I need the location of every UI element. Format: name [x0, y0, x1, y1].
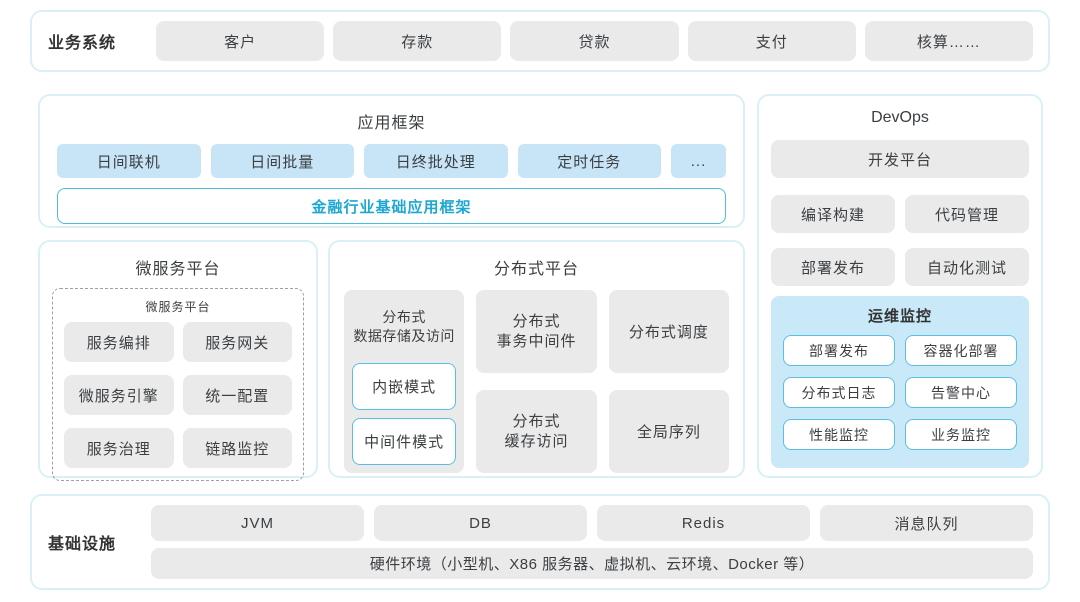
- business-items-row: 客户 存款 贷款 支付 核算……: [156, 21, 1034, 61]
- distributed-scheduler-box: 分布式调度: [608, 290, 729, 373]
- ops-item-container-deploy: 容器化部署: [905, 335, 1017, 366]
- infrastructure-content: JVM DB Redis 消息队列 硬件环境（小型机、X86 服务器、虚拟机、云…: [151, 505, 1033, 579]
- distributed-storage-label: 分布式 数据存储及访问: [353, 309, 455, 344]
- microservice-platform-title: 微服务平台: [135, 261, 221, 278]
- devops-title: DevOps: [871, 109, 929, 126]
- ops-item-perf-monitor: 性能监控: [783, 419, 895, 450]
- infra-item-mq: 消息队列: [820, 505, 1033, 541]
- ops-item-biz-monitor: 业务监控: [905, 419, 1017, 450]
- finance-base-framework-box: 金融行业基础应用框架: [57, 188, 726, 224]
- infra-item-jvm: JVM: [151, 505, 364, 541]
- hardware-environment-box: 硬件环境（小型机、X86 服务器、虚拟机、云环境、Docker 等）: [151, 548, 1033, 579]
- distributed-cache-box: 分布式 缓存访问: [476, 390, 597, 473]
- app-module-daytime-online: 日间联机: [57, 144, 201, 178]
- microservice-item-gateway: 服务网关: [182, 322, 292, 362]
- devops-tool-auto-test: 自动化测试: [905, 248, 1029, 286]
- ops-monitor-title: 运维监控: [867, 308, 932, 325]
- app-modules-row: 日间联机 日间批量 日终批处理 定时任务 ...: [57, 144, 726, 178]
- distributed-platform-title: 分布式平台: [493, 261, 579, 278]
- storage-mode-middleware: 中间件模式: [352, 418, 457, 465]
- infrastructure-label: 基础设施: [48, 536, 117, 553]
- infrastructure-items-row: JVM DB Redis 消息队列: [151, 505, 1033, 541]
- business-item-loan: 贷款: [510, 21, 679, 61]
- app-module-more: ...: [671, 144, 726, 178]
- distributed-storage-box: 分布式 数据存储及访问 内嵌模式 中间件模式: [344, 290, 465, 473]
- microservice-item-orchestration: 服务编排: [64, 322, 174, 362]
- app-framework-panel: 应用框架 日间联机 日间批量 日终批处理 定时任务 ... 金融行业基础应用框架: [38, 94, 745, 228]
- business-systems-panel: 业务系统 客户 存款 贷款 支付 核算……: [30, 10, 1050, 72]
- business-item-customer: 客户: [156, 21, 325, 61]
- microservice-item-config: 统一配置: [182, 375, 292, 415]
- microservice-item-tracing: 链路监控: [182, 428, 292, 468]
- storage-mode-embedded: 内嵌模式: [352, 363, 457, 410]
- devops-tool-deploy: 部署发布: [771, 248, 895, 286]
- devops-panel: DevOps 开发平台 编译构建 代码管理 部署发布 自动化测试 运维监控 部署…: [757, 94, 1043, 478]
- infra-item-redis: Redis: [597, 505, 810, 541]
- business-item-deposit: 存款: [333, 21, 502, 61]
- global-sequence-box: 全局序列: [608, 390, 729, 473]
- business-systems-label: 业务系统: [48, 35, 117, 52]
- business-item-accounting: 核算……: [864, 21, 1034, 61]
- devops-tool-build: 编译构建: [771, 195, 895, 233]
- microservice-grid: 服务编排 服务网关 微服务引擎 统一配置 服务治理 链路监控: [64, 322, 292, 468]
- microservice-dashed-box: 微服务平台 服务编排 服务网关 微服务引擎 统一配置 服务治理 链路监控: [52, 288, 304, 481]
- microservice-platform-panel: 微服务平台 微服务平台 服务编排 服务网关 微服务引擎 统一配置 服务治理 链路…: [38, 240, 318, 481]
- ops-item-distributed-log: 分布式日志: [783, 377, 895, 408]
- microservice-inner-title: 微服务平台: [145, 300, 211, 314]
- infra-item-db: DB: [374, 505, 587, 541]
- app-module-daytime-batch: 日间批量: [210, 144, 354, 178]
- microservice-item-engine: 微服务引擎: [64, 375, 174, 415]
- microservice-item-governance: 服务治理: [64, 428, 174, 468]
- dev-platform-box: 开发平台: [771, 140, 1029, 178]
- infrastructure-panel: 基础设施 JVM DB Redis 消息队列 硬件环境（小型机、X86 服务器、…: [30, 494, 1050, 590]
- distributed-transaction-box: 分布式 事务中间件: [476, 290, 597, 373]
- app-module-eod-batch: 日终批处理: [364, 144, 508, 178]
- distributed-grid: 分布式 数据存储及访问 内嵌模式 中间件模式 分布式 事务中间件 分布式调度 分…: [344, 290, 729, 473]
- ops-monitor-panel: 运维监控 部署发布 容器化部署 分布式日志 告警中心 性能监控 业务监控: [771, 296, 1029, 468]
- ops-monitor-grid: 部署发布 容器化部署 分布式日志 告警中心 性能监控 业务监控: [783, 335, 1017, 450]
- distributed-platform-panel: 分布式平台 分布式 数据存储及访问 内嵌模式 中间件模式 分布式 事务中间件 分…: [328, 240, 745, 478]
- business-item-payment: 支付: [687, 21, 856, 61]
- devops-tools-grid: 编译构建 代码管理 部署发布 自动化测试: [771, 195, 1029, 286]
- ops-item-alert-center: 告警中心: [905, 377, 1017, 408]
- devops-tool-code-mgmt: 代码管理: [905, 195, 1029, 233]
- ops-item-deploy-release: 部署发布: [783, 335, 895, 366]
- app-module-scheduled-task: 定时任务: [517, 144, 661, 178]
- app-framework-title: 应用框架: [357, 115, 426, 132]
